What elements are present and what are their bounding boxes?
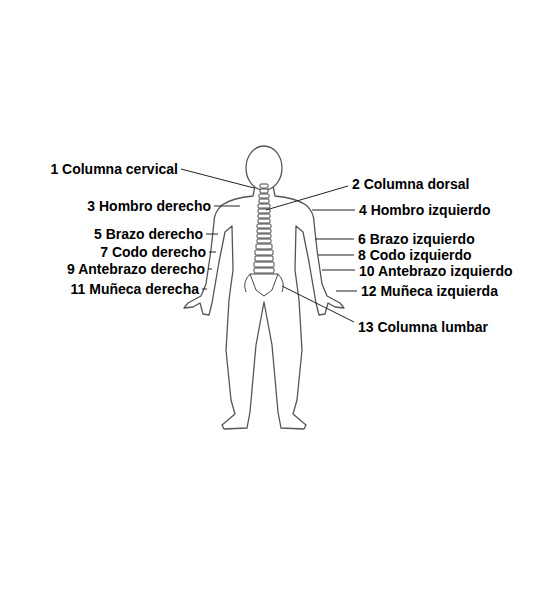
body-outline <box>184 146 344 429</box>
callout-label: 3 Hombro derecho <box>87 198 211 214</box>
callout-label: 2 Columna dorsal <box>352 176 469 192</box>
callout-label: 12 Muñeca izquierda <box>361 283 498 299</box>
callout-label: 9 Antebrazo derecho <box>67 261 205 277</box>
callout-label: 5 Brazo derecho <box>94 226 203 242</box>
spine <box>245 184 284 296</box>
callout-label: 7 Codo derecho <box>100 244 206 260</box>
callout-label: 1 Columna cervical <box>50 161 178 177</box>
callout-label: 4 Hombro izquierdo <box>359 202 490 218</box>
callout-label: 10 Antebrazo izquierdo <box>359 263 513 279</box>
callout-label: 13 Columna lumbar <box>358 319 488 335</box>
callout-label: 6 Brazo izquierdo <box>358 231 475 247</box>
leader-lines <box>181 169 357 322</box>
callout-label: 11 Muñeca derecha <box>71 281 199 297</box>
callout-label: 8 Codo izquierdo <box>358 247 472 263</box>
